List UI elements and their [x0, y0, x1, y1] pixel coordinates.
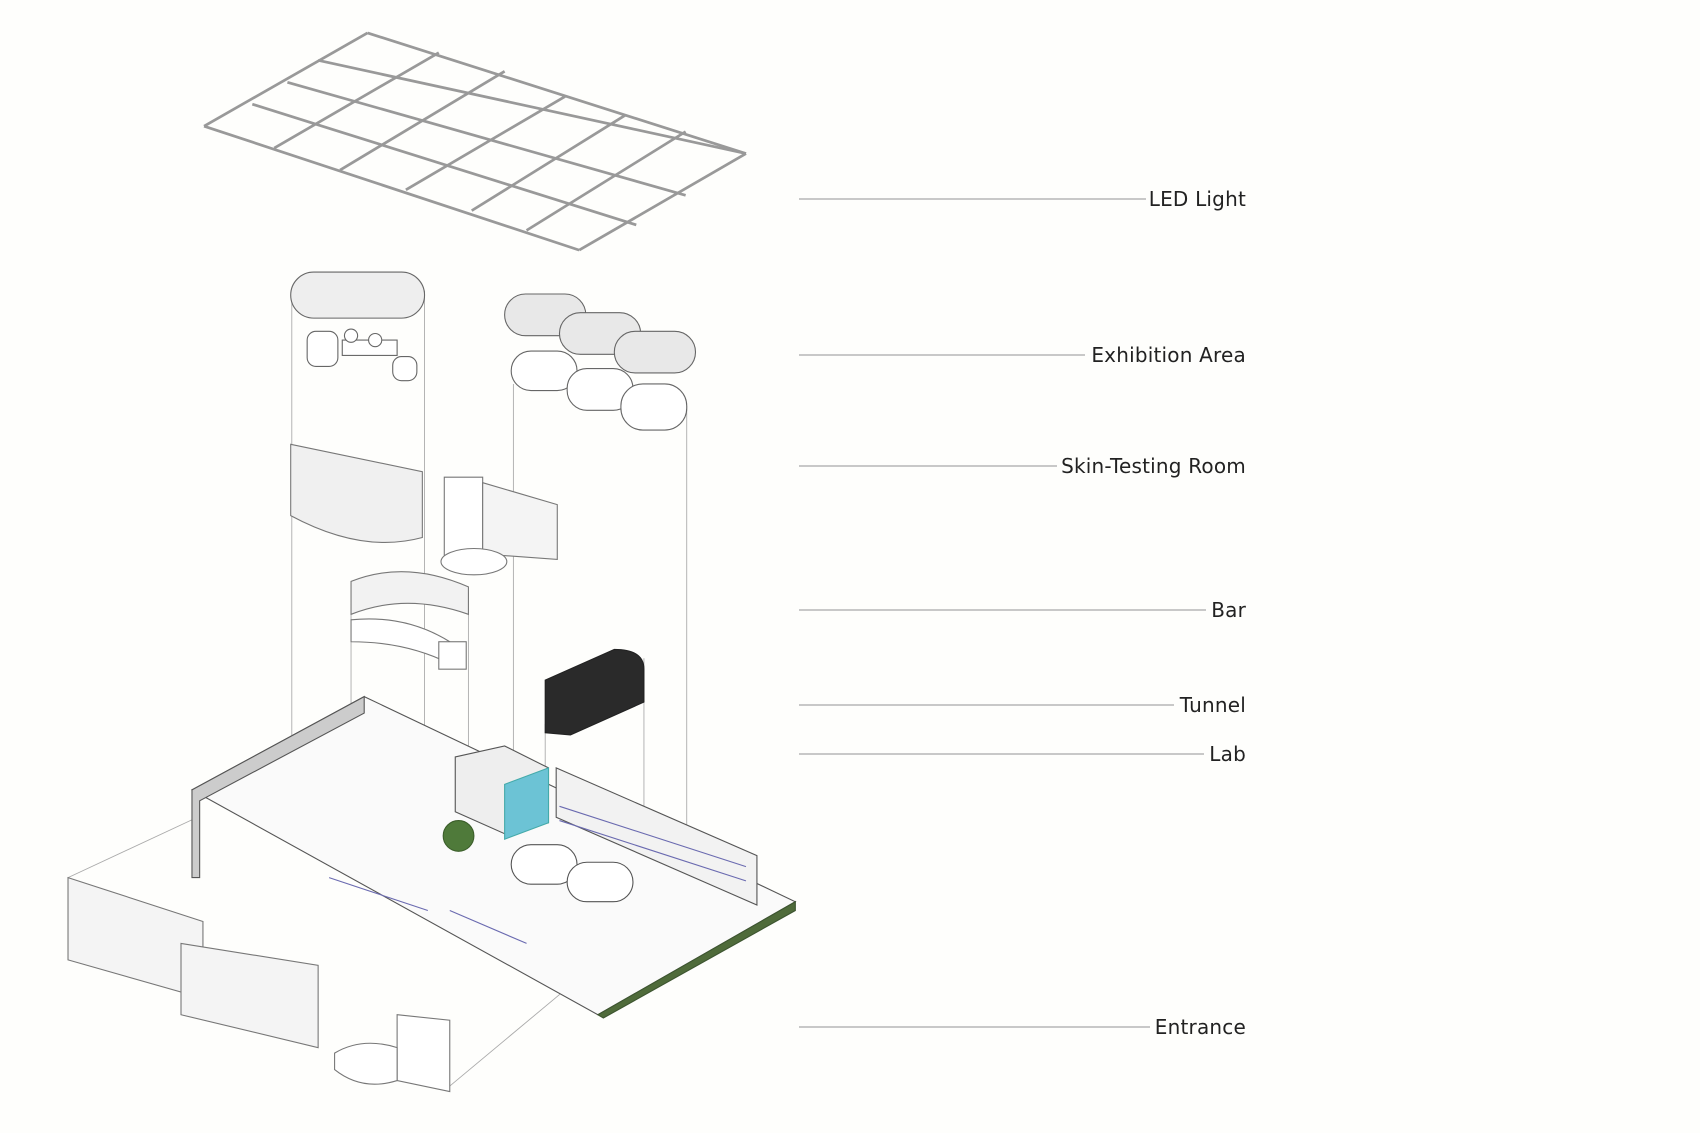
led-light-grid: [203, 31, 747, 252]
skin-testing-room: [290, 443, 558, 576]
entrance: [67, 876, 451, 1093]
leader-lines: [799, 198, 1206, 1028]
label-skin-testing-room: Skin-Testing Room: [1061, 454, 1246, 478]
lab: [190, 695, 797, 1019]
label-entrance: Entrance: [1154, 1015, 1246, 1039]
exhibition-area: [290, 271, 697, 431]
bar: [350, 571, 469, 670]
label-bar: Bar: [1211, 598, 1246, 622]
label-led-light: LED Light: [1148, 187, 1246, 211]
label-exhibition-area: Exhibition Area: [1091, 343, 1246, 367]
label-tunnel: Tunnel: [1179, 693, 1246, 717]
label-lab: Lab: [1209, 742, 1246, 766]
